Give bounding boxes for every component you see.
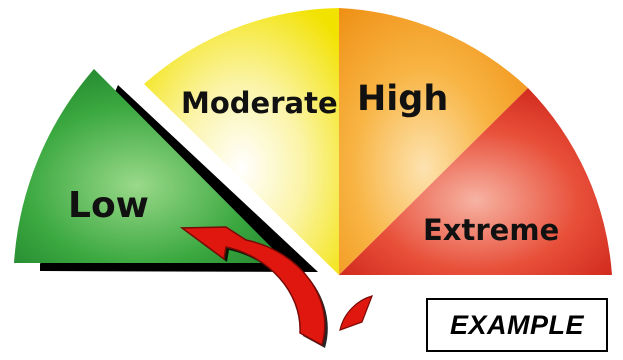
label-low: Low (68, 185, 149, 226)
label-high: High (357, 79, 448, 119)
label-extreme: Extreme (423, 213, 559, 247)
example-label: EXAMPLE (450, 310, 584, 341)
example-badge: EXAMPLE (426, 298, 608, 352)
label-moderate: Moderate (181, 86, 338, 120)
